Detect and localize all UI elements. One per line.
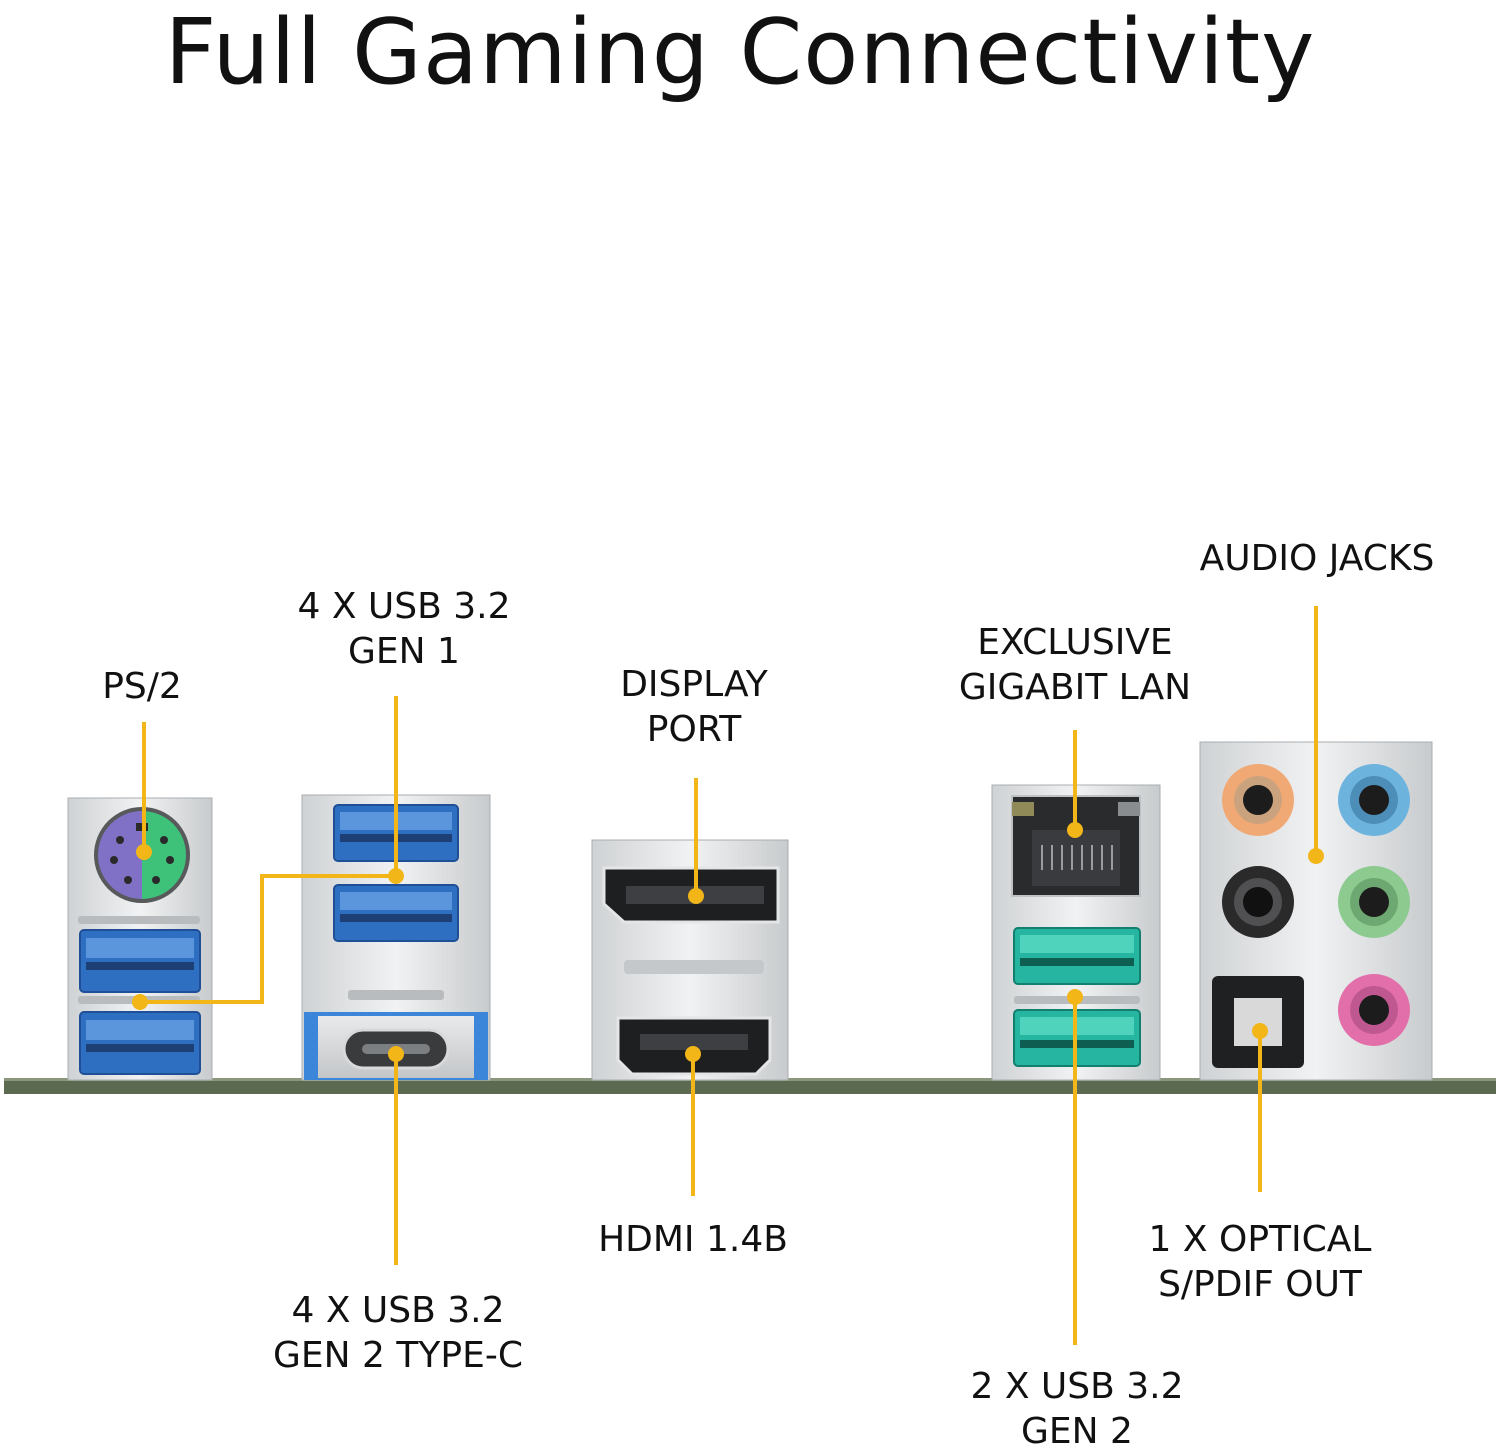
label-lan: EXCLUSIVE GIGABIT LAN <box>958 622 1192 708</box>
pcb-board <box>4 1078 1496 1094</box>
display-hdmi-stack <box>591 839 789 1081</box>
callout-dots <box>132 822 1324 1062</box>
label-displayport: DISPLAY PORT <box>620 664 768 750</box>
label-usb-gen2: 2 X USB 3.2 GEN 2 <box>970 1366 1184 1452</box>
label-ps2: PS/2 <box>102 666 182 707</box>
label-optical: 1 X OPTICAL S/PDIF OUT <box>1148 1219 1372 1305</box>
ps2-usb-stack <box>67 797 213 1081</box>
callout-line-usb-gen1 <box>140 696 398 1004</box>
page-title: Full Gaming Connectivity <box>164 0 1316 105</box>
label-usb-gen1: 4 X USB 3.2 GEN 1 <box>297 586 511 672</box>
label-usb-typec: 4 X USB 3.2 GEN 2 TYPE-C <box>273 1290 523 1376</box>
label-audio: AUDIO JACKS <box>1199 538 1435 579</box>
label-hdmi: HDMI 1.4B <box>598 1219 788 1260</box>
callout-lines <box>140 606 1318 1345</box>
